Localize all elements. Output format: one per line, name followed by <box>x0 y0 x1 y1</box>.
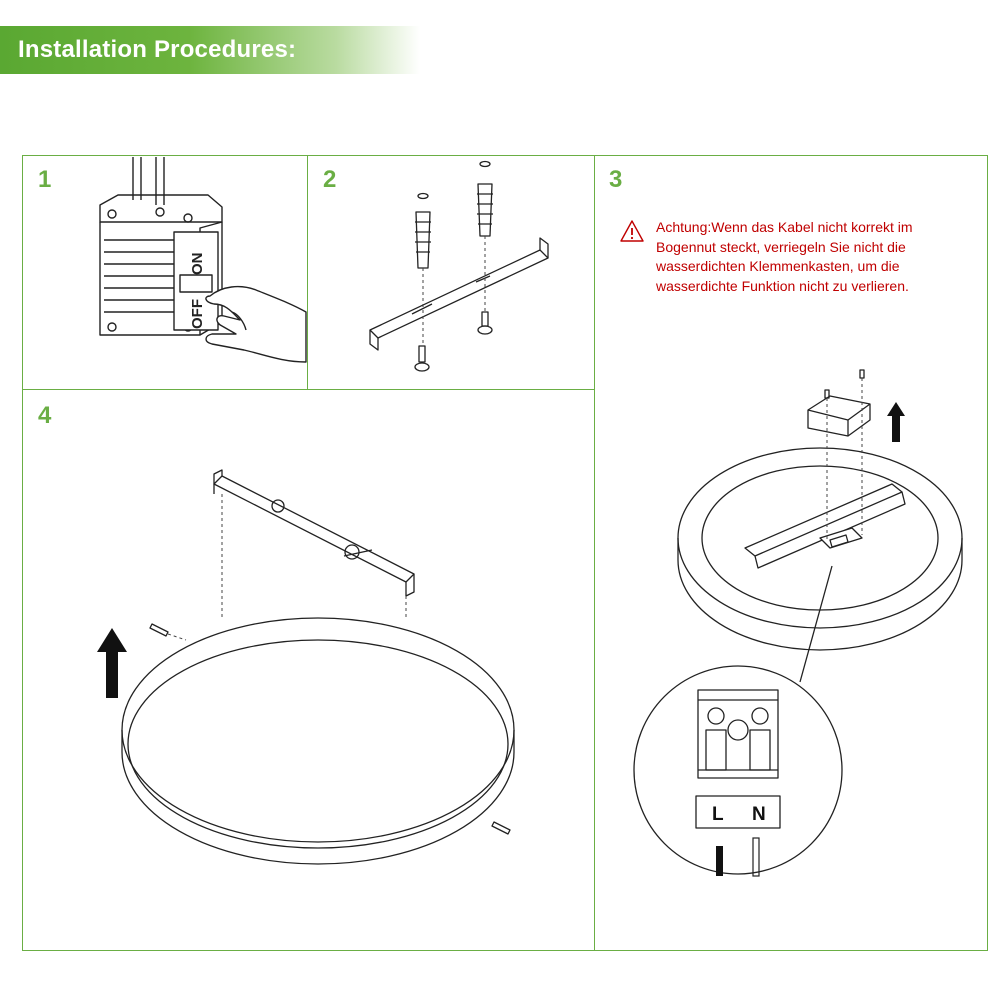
steps-grid <box>22 155 988 951</box>
switch-on-label: ON <box>189 253 206 276</box>
step-number-3: 3 <box>609 166 623 193</box>
divider-1-2 <box>307 155 308 390</box>
terminal-n-label: N <box>752 804 766 825</box>
warning-text: Achtung:Wenn das Kabel nicht korrekt im … <box>656 219 913 294</box>
terminal-l-label: L <box>712 804 724 825</box>
page-title: Installation Procedures: <box>18 36 297 63</box>
divider-left-right <box>594 155 595 951</box>
warning-triangle-icon <box>620 220 644 242</box>
header-banner: Installation Procedures: <box>0 26 420 74</box>
up-arrow-icon <box>887 402 905 442</box>
step-number-1: 1 <box>38 166 52 193</box>
step-number-2: 2 <box>323 166 337 193</box>
divider-top-bottom <box>22 389 594 390</box>
up-arrow-icon <box>97 628 127 698</box>
switch-off-label: OFF <box>189 299 206 329</box>
step-number-4: 4 <box>38 402 52 429</box>
warning-note: Achtung:Wenn das Kabel nicht korrekt im … <box>620 218 970 296</box>
